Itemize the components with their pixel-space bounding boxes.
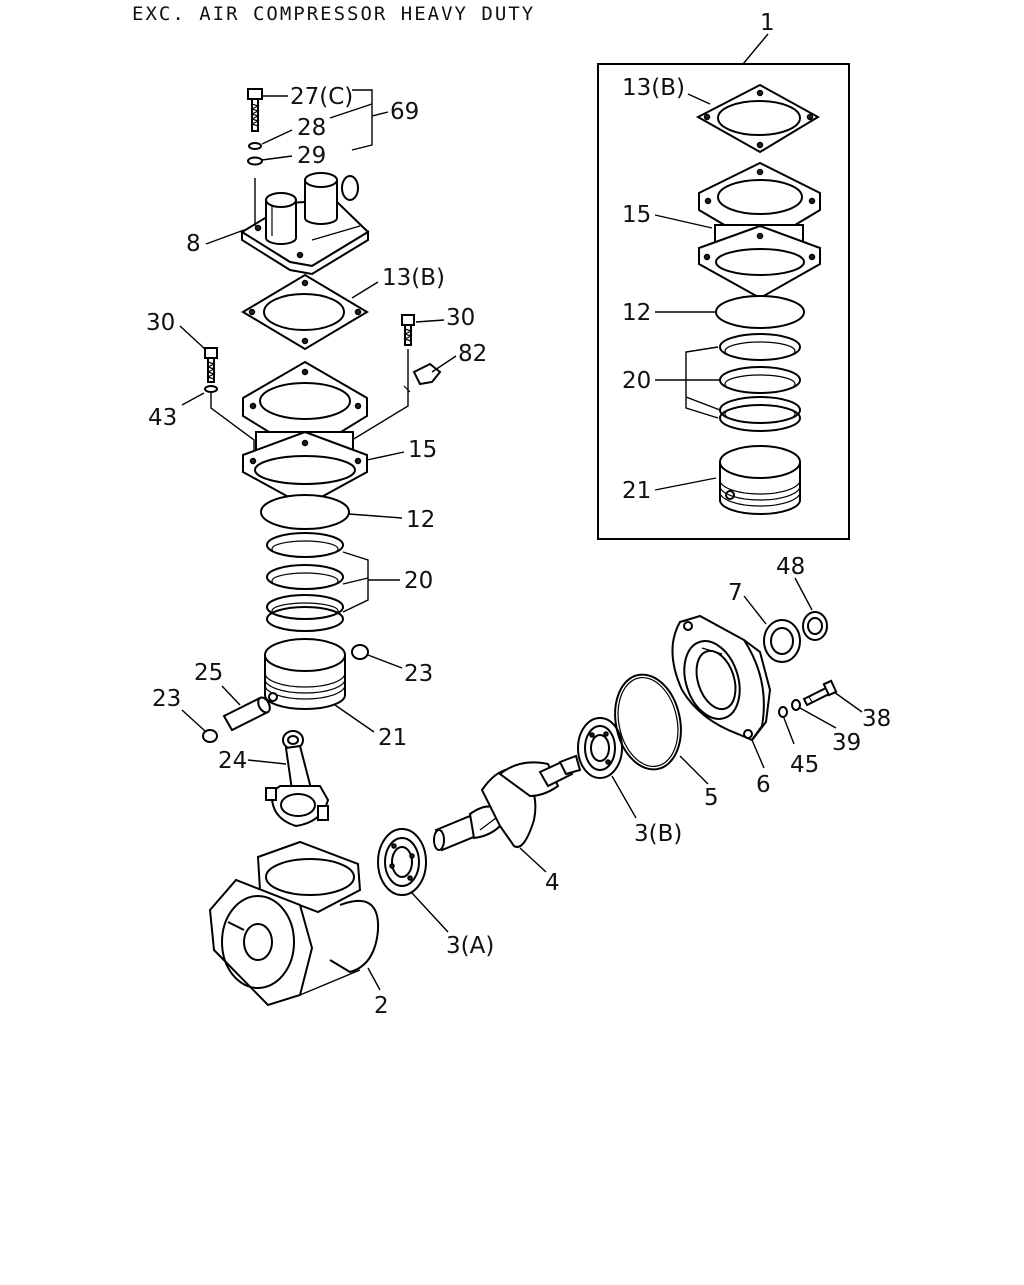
callout-2: 2	[374, 993, 389, 1019]
piston-pin-clip-right	[351, 644, 369, 660]
o-ring	[614, 673, 682, 771]
callout-3a: 3(A)	[446, 933, 494, 959]
callout-43: 43	[148, 405, 177, 431]
callout-21-kit: 21	[622, 478, 651, 504]
callout-20-kit: 20	[622, 368, 651, 394]
callout-12-kit: 12	[622, 300, 651, 326]
cover-bolt	[802, 679, 838, 707]
callout-21: 21	[378, 725, 407, 751]
connecting-rod	[265, 730, 330, 828]
callout-3b: 3(B)	[634, 821, 682, 847]
cylinder-block	[242, 360, 368, 508]
oil-seal	[763, 619, 801, 663]
kit-piston-rings	[719, 333, 801, 432]
callout-82: 82	[458, 341, 487, 367]
crankshaft	[433, 754, 582, 852]
callout-6: 6	[756, 772, 771, 798]
head-gasket	[241, 273, 369, 351]
callout-29: 29	[297, 143, 326, 169]
kit-gasket	[695, 83, 820, 154]
callout-5: 5	[704, 785, 719, 811]
callout-15: 15	[408, 437, 437, 463]
washer-45	[778, 706, 788, 718]
callout-12: 12	[406, 507, 435, 533]
callout-1: 1	[760, 10, 775, 36]
callout-23-right: 23	[404, 661, 433, 687]
callout-30-left: 30	[146, 310, 175, 336]
spacer-ring	[802, 611, 828, 641]
callout-48: 48	[776, 554, 805, 580]
cylinder-ring-gasket	[260, 494, 350, 530]
callout-39: 39	[832, 730, 861, 756]
piston-pin	[222, 696, 271, 732]
callout-45: 45	[790, 752, 819, 778]
callout-69: 69	[390, 99, 419, 125]
crankcase	[208, 840, 380, 1007]
kit-ring-gasket	[715, 295, 805, 329]
diagram-title: EXC. AIR COMPRESSOR HEAVY DUTY	[132, 3, 536, 25]
piston-rings	[266, 532, 400, 632]
callout-13b: 13(B)	[382, 265, 445, 291]
callout-15-kit: 15	[622, 202, 651, 228]
callout-20: 20	[404, 568, 433, 594]
bearing-3a	[377, 828, 427, 896]
callout-25: 25	[194, 660, 223, 686]
callout-28: 28	[297, 115, 326, 141]
callout-38: 38	[862, 706, 891, 732]
callout-23-left: 23	[152, 686, 181, 712]
cylinder-head	[240, 172, 370, 276]
piston	[264, 638, 346, 710]
bearing-3b	[577, 717, 623, 779]
kit-box: 1 13(B)	[597, 10, 850, 540]
callout-7: 7	[728, 580, 743, 606]
callout-4: 4	[545, 870, 560, 896]
callout-27c: 27(C)	[290, 84, 353, 110]
end-cover	[671, 614, 772, 742]
washer-39	[791, 699, 801, 711]
piston-pin-clip-left	[202, 729, 218, 743]
kit-piston	[719, 445, 801, 515]
callout-8: 8	[186, 231, 201, 257]
callout-13b-kit: 13(B)	[622, 75, 685, 101]
callout-30-right: 30	[446, 305, 475, 331]
head-bolt-set: 27(C) 28 29 69	[247, 84, 419, 169]
callout-24: 24	[218, 748, 247, 774]
kit-cylinder	[698, 161, 821, 300]
